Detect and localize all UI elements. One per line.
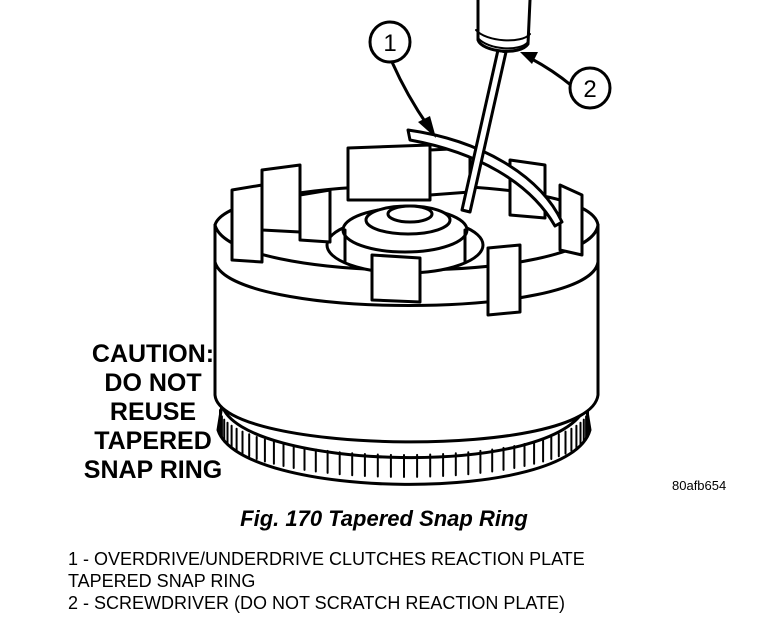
caution-line: REUSE	[109, 398, 197, 426]
callout-1-label: 1	[383, 30, 396, 57]
legend-item: 1 - OVERDRIVE/UNDERDRIVE CLUTCHES REACTI…	[68, 549, 585, 569]
legend-item: TAPERED SNAP RING	[68, 571, 256, 591]
caution-line: CAUTION:	[91, 340, 215, 368]
gear-teeth-ring	[216, 403, 592, 486]
callout-2-circle	[568, 66, 612, 110]
callout-1-circle	[368, 20, 412, 64]
legend-item: 2 - SCREWDRIVER (DO NOT SCRATCH REACTION…	[68, 593, 566, 613]
caution-line: SNAP RING	[83, 456, 223, 484]
caution-note: CAUTION: DO NOT REUSE TAPERED SNAP RING	[60, 340, 246, 485]
clutch-assembly-illustration: 1 2	[213, 0, 612, 486]
callout-2-leader	[529, 56, 573, 88]
caution-line: TAPERED	[94, 427, 212, 455]
figure-title: Fig. 170 Tapered Snap Ring	[240, 506, 528, 531]
legend: 1 - OVERDRIVE/UNDERDRIVE CLUTCHES REACTI…	[68, 548, 585, 614]
caution-line: DO NOT	[104, 369, 202, 397]
callout-1-leader	[390, 61, 430, 127]
figure-code: 80afb654	[672, 478, 727, 493]
callout-2-label: 2	[583, 76, 596, 103]
